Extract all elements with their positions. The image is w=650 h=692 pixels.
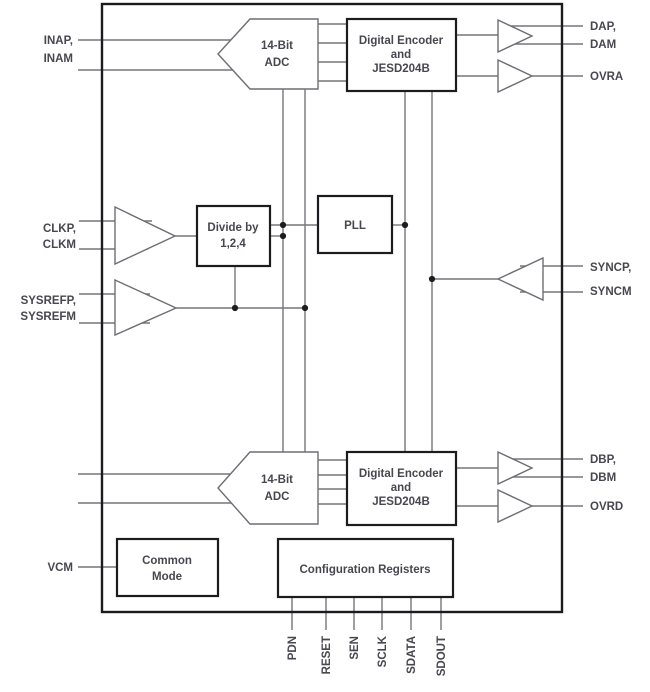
pin-label-dap: DAP, — [590, 21, 616, 33]
config-registers-block — [276, 537, 455, 599]
common-mode-label-line1: Common — [142, 555, 192, 567]
pin-label-ovra: OVRA — [590, 71, 623, 83]
divider-label-line2: 1,2,4 — [220, 238, 246, 250]
pin-label-ovrd: OVRD — [590, 501, 623, 513]
adc-a-label-line2: ADC — [265, 57, 290, 69]
junction-dot — [279, 221, 287, 229]
clk-input-buffer — [114, 205, 177, 266]
pll-label: PLL — [344, 220, 366, 232]
pin-label-sysrefm: SYSREFM — [20, 311, 76, 323]
encoder-a-label-line2: and — [391, 49, 411, 61]
wires — [78, 23, 583, 630]
pll-block — [316, 194, 394, 255]
divider-label-line1: Divide by — [207, 222, 259, 234]
common-mode-label-line2: Mode — [152, 571, 182, 583]
pin-label-sdout: SDOUT — [436, 636, 448, 676]
junction-dot — [301, 304, 309, 312]
pin-label-sysrefp: SYSREFP, — [21, 295, 76, 307]
pin-label-inap: INAP, — [44, 35, 73, 47]
encoder-a-label-line3: JESD204B — [372, 63, 430, 75]
dap-output-buffer — [497, 18, 534, 54]
pin-label-syncm: SYNCM — [590, 286, 632, 298]
adc-b-label-line1: 14-Bit — [261, 474, 293, 486]
pin-label-clkm: CLKM — [43, 239, 76, 251]
sync-input-buffer — [496, 256, 544, 302]
adc-b-label-line2: ADC — [265, 491, 290, 503]
pin-label-dam: DAM — [590, 39, 616, 51]
pin-label-dbm: DBM — [590, 472, 616, 484]
sysref-input-buffer — [114, 278, 178, 337]
encoder-b-label-line3: JESD204B — [372, 496, 430, 508]
pin-label-inam: INAM — [44, 53, 73, 65]
encoder-a-label-line1: Digital Encoder — [359, 35, 444, 47]
encoder-b-label-line1: Digital Encoder — [359, 468, 444, 480]
config-registers-label: Configuration Registers — [300, 564, 431, 576]
ovrd-output-buffer — [497, 488, 534, 524]
pin-label-sdata: SDATA — [406, 636, 418, 674]
common-mode-block — [115, 537, 220, 598]
ovra-output-buffer — [497, 58, 534, 94]
pin-label-sclk: SCLK — [377, 635, 389, 667]
adc-a-label-line1: 14-Bit — [261, 40, 293, 52]
encoder-b-block — [345, 450, 458, 527]
pin-label-vcm: VCM — [47, 562, 73, 574]
junction-dots — [231, 221, 436, 312]
junction-dot — [279, 232, 287, 240]
encoder-a-block — [345, 17, 458, 93]
pin-label-clkp: CLKP, — [43, 223, 76, 235]
pin-label-pdn: PDN — [287, 636, 299, 660]
dbp-output-buffer — [497, 450, 534, 486]
chip-outline — [100, 2, 564, 614]
adc-b-block — [217, 451, 319, 525]
adc-a-block — [217, 18, 319, 90]
pin-label-sen: SEN — [349, 636, 361, 660]
pin-label-reset: RESET — [321, 636, 333, 674]
junction-dot — [428, 275, 436, 283]
pin-label-syncp: SYNCP, — [590, 262, 631, 274]
junction-dot — [401, 221, 409, 229]
divider-block — [195, 204, 272, 268]
pin-label-dbp: DBP, — [590, 454, 616, 466]
encoder-b-label-line2: and — [391, 482, 411, 494]
junction-dot — [231, 304, 239, 312]
